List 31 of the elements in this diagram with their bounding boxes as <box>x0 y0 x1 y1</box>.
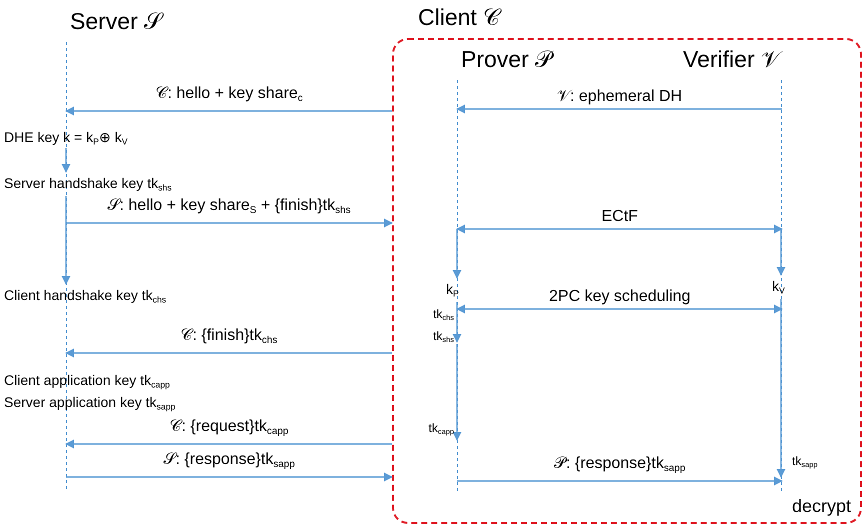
arrow <box>456 224 783 234</box>
arrow <box>66 218 393 228</box>
arrow <box>456 104 782 114</box>
arrow <box>452 229 462 279</box>
key-label: tk$_{shs}$ <box>432 328 454 346</box>
participant-name: Server 𝒮 <box>70 7 162 36</box>
note-label: Client application key tk$_{capp}$ <box>4 372 170 390</box>
key-label: k$_{V}$ <box>772 277 786 298</box>
note-label: Server application key tk$_{sapp}$ <box>4 394 176 412</box>
participant-name: Prover 𝒫 <box>461 45 552 74</box>
arrow <box>776 229 786 276</box>
state-label: DHE key k = k$_{P}$⊕ k$_{V}$ <box>4 128 129 149</box>
arrow <box>65 348 392 358</box>
arrow <box>776 299 786 478</box>
arrow <box>66 472 393 482</box>
arrow <box>65 440 392 448</box>
arrow <box>457 476 783 486</box>
state-label: Client handshake key tk$_{chs}$ <box>4 286 168 307</box>
key-label: tk$_{sapp}$ <box>792 453 818 472</box>
arrow <box>62 148 70 173</box>
group-title: Client 𝒞 <box>418 3 500 32</box>
key-label: k$_{P}$ <box>446 280 460 301</box>
arrow <box>452 344 462 441</box>
state-label: Server handshake key tk$_{shs}$ <box>4 174 173 195</box>
arrow <box>456 304 783 314</box>
arrow <box>452 302 462 343</box>
arrow <box>65 106 392 116</box>
key-label: tk$_{chs}$ <box>432 306 454 324</box>
key-label: tk$_{capp}$ <box>428 420 454 438</box>
arrow <box>62 196 70 285</box>
note-label: decrypt <box>792 496 852 517</box>
